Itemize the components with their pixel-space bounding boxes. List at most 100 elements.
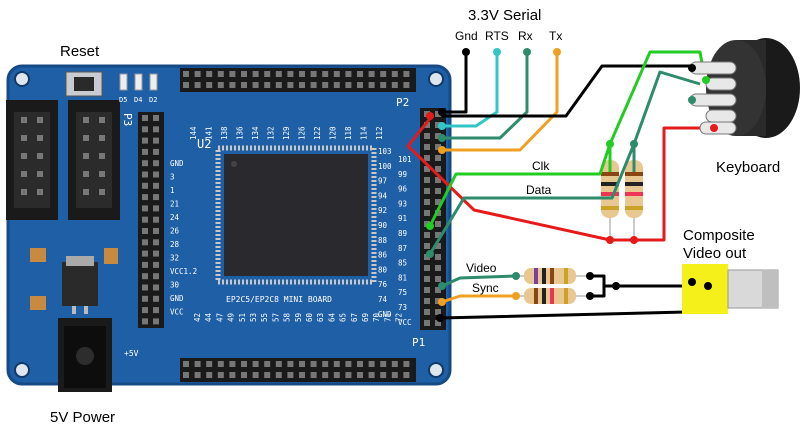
header-pin	[435, 309, 441, 315]
header-pin	[83, 117, 89, 123]
composite-rca-connector	[682, 264, 779, 314]
header-pin	[424, 155, 430, 161]
wire-keyboard-data	[428, 70, 701, 255]
header-pin	[142, 205, 148, 212]
header-pin	[153, 171, 159, 178]
serial-pin-tx: Tx	[549, 29, 562, 43]
leds: D5 D4 D2	[119, 73, 158, 104]
pin-label: 26	[170, 227, 180, 236]
header-pin	[153, 250, 159, 257]
pin-label: 47	[215, 313, 224, 322]
header-pin	[435, 276, 441, 282]
header-pin	[424, 177, 430, 183]
header-pin	[37, 153, 43, 159]
header-pin	[252, 361, 259, 367]
header-pin	[83, 171, 89, 177]
header-top	[180, 68, 416, 92]
header-pin	[206, 361, 213, 367]
header-pin	[264, 71, 271, 77]
header-pin	[183, 82, 189, 88]
header-pin	[217, 372, 224, 378]
header-pin	[424, 287, 430, 293]
header-pin	[142, 307, 148, 314]
header-pin	[217, 82, 224, 88]
pin-label: 118	[344, 126, 353, 140]
pin-label: 24	[170, 213, 180, 222]
header-pin	[275, 71, 282, 77]
header-pin	[435, 155, 441, 161]
header-pin	[310, 372, 317, 378]
pin-label: 99	[398, 170, 407, 179]
serial-pin-rx: Rx	[518, 29, 533, 43]
pin-label: 112	[375, 126, 384, 140]
header-pin	[194, 82, 201, 88]
header-pin	[153, 216, 159, 223]
header-pin	[37, 135, 43, 141]
header-pin	[424, 309, 430, 315]
header-pin	[424, 188, 430, 194]
header-pin	[435, 122, 441, 128]
board-name: EP2C5/EP2C8 MINI BOARD	[226, 295, 332, 304]
pin-label: 88	[378, 236, 388, 245]
header-pin	[299, 71, 305, 77]
header-pin	[299, 82, 305, 88]
header-pin	[310, 82, 317, 88]
header-pin	[403, 82, 410, 88]
pin-label: 67	[350, 313, 359, 322]
header-pin	[380, 71, 387, 77]
voltage-regulator	[62, 256, 98, 314]
pin-label: 138	[220, 126, 229, 140]
header-pin	[99, 171, 105, 177]
header-pin	[403, 71, 410, 77]
header-pin	[252, 372, 259, 378]
composite-label-line2: Video out	[683, 245, 747, 262]
header-pin	[322, 361, 329, 367]
header-pin	[333, 71, 340, 77]
pin-label: 114	[360, 126, 369, 140]
header-pin	[435, 221, 441, 227]
header-pin	[368, 372, 375, 378]
header-pin	[37, 171, 43, 177]
header-pin	[264, 372, 271, 378]
pin-label: 85	[398, 259, 407, 268]
header-pin	[21, 171, 27, 177]
mount-hole	[428, 71, 444, 87]
header-pin	[287, 82, 294, 88]
header-pin	[194, 361, 201, 367]
header-pin	[142, 115, 148, 121]
video-resistors	[516, 268, 590, 304]
pin-label: 91	[398, 214, 407, 223]
pin-label: GND	[378, 310, 392, 319]
pin-label: 97	[378, 177, 387, 186]
header-pin	[435, 265, 441, 271]
header-pin	[424, 166, 430, 172]
pin-label: 57	[271, 313, 280, 322]
pin-label: 94	[378, 191, 388, 200]
pin-label: 64	[327, 312, 336, 322]
header-pin	[241, 361, 247, 367]
header-pin	[142, 148, 148, 155]
pin-label: 70	[372, 312, 381, 322]
pin-label: 69	[361, 313, 370, 322]
serial-pin-rts: RTS	[485, 29, 509, 43]
header-pin	[21, 189, 27, 195]
header-pin	[99, 135, 105, 141]
header-pin	[299, 361, 305, 367]
pin-label: 28	[170, 240, 180, 249]
header-pin	[142, 194, 148, 201]
mount-hole	[14, 71, 30, 87]
pin-label: 100	[378, 162, 392, 171]
header-pin	[153, 137, 159, 144]
pin-label: 63	[316, 313, 325, 322]
header-pin	[391, 82, 398, 88]
header-pin	[142, 171, 148, 178]
pin-label: VCC	[398, 318, 412, 327]
header-pin	[21, 153, 27, 159]
header-pin	[153, 318, 159, 325]
header-pin	[322, 82, 329, 88]
header-pin	[142, 239, 148, 246]
header-pin	[153, 126, 159, 133]
wire-endpoints	[426, 48, 638, 322]
